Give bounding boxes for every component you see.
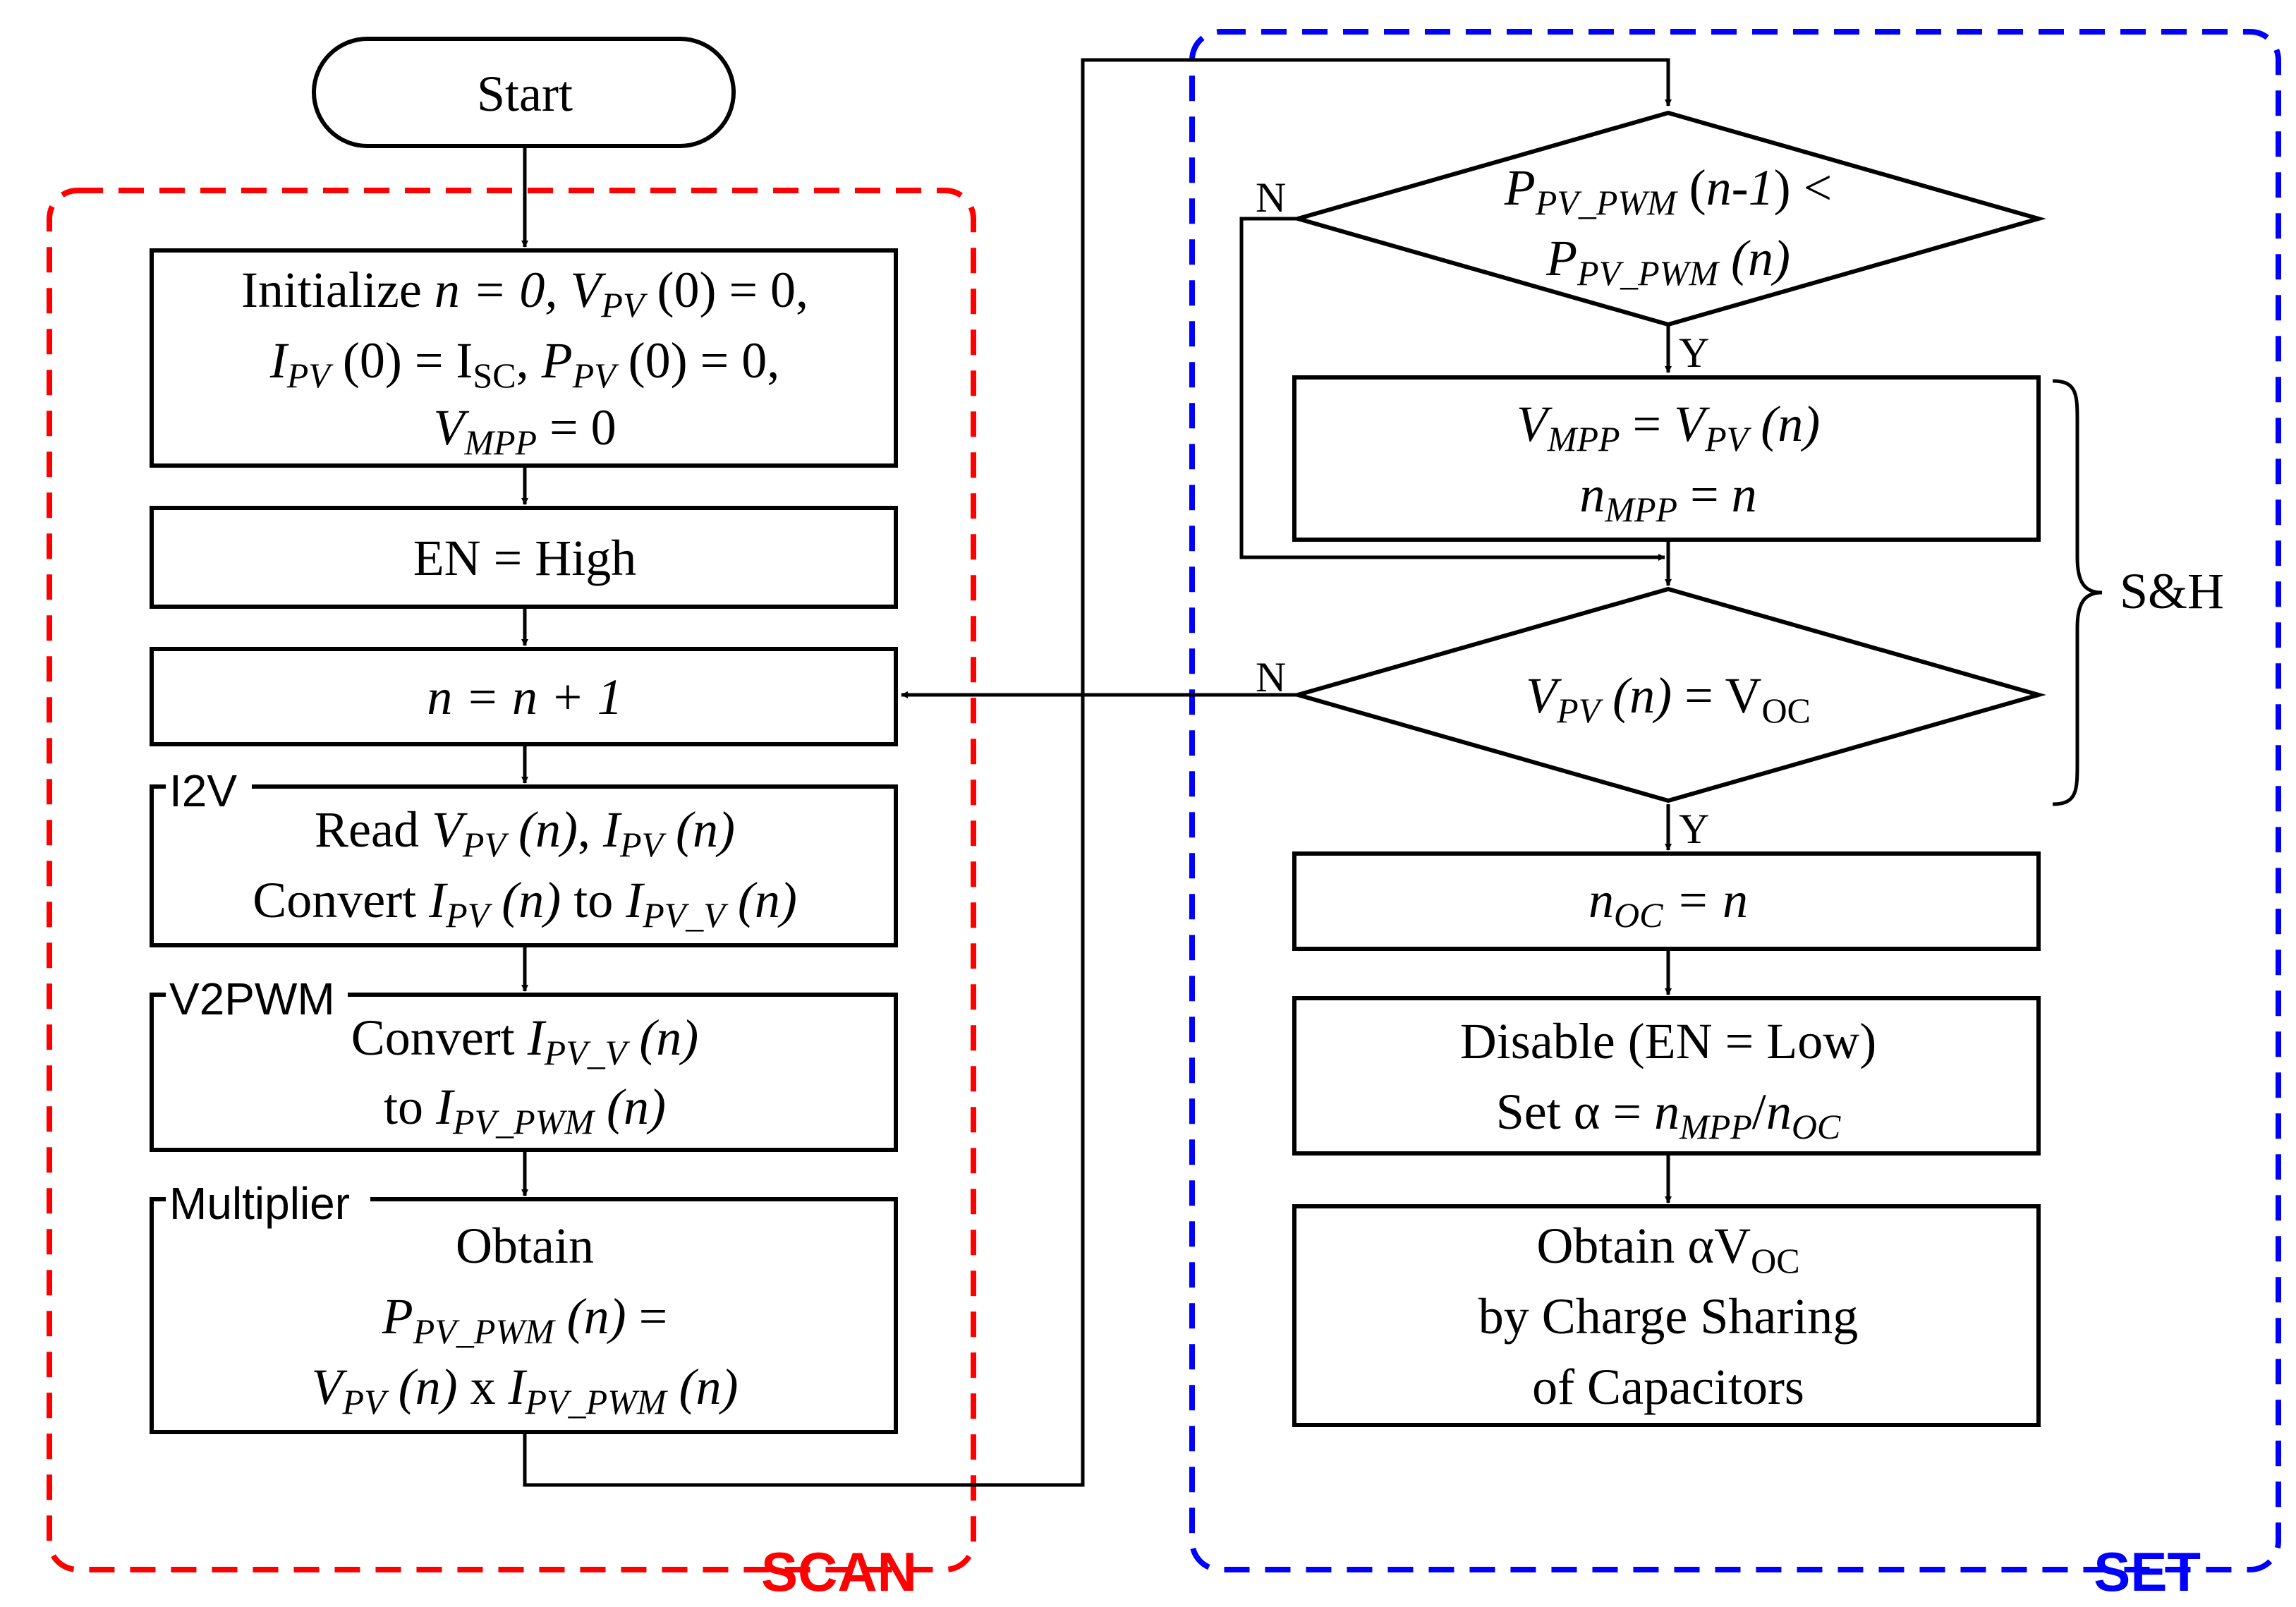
power-compare-decision: PPV_PWM (n-1) < PPV_PWM (n)	[1290, 110, 2046, 327]
init-line-1: Initialize n = 0, VPV (0) = 0,	[241, 262, 808, 325]
mpp-assign-box: VMPP = VPV (n) nMPP = n	[1292, 375, 2041, 542]
noc-label: nOC = n	[1589, 872, 1748, 935]
v2pwm-tag: V2PWM	[169, 974, 335, 1024]
power-compare-yes: Y	[1679, 329, 1709, 376]
final-line-1: Obtain αVOC	[1536, 1218, 1799, 1280]
voc-check-decision: VPV (n) = VOC	[1290, 586, 2046, 804]
obtain-line-2: PPV_PWM (n) =	[382, 1288, 667, 1351]
set-connectors	[901, 217, 1672, 1203]
obtain-box: Multiplier Obtain PPV_PWM (n) = VPV (n) …	[150, 1175, 898, 1434]
convert-line-2: to IPV_PWM (n)	[384, 1079, 666, 1141]
mpp-assign-line-1: VMPP = VPV (n)	[1517, 396, 1820, 459]
start-node: Start	[312, 37, 736, 148]
read-box: I2V Read VPV (n), IPV (n) Convert IPV (n…	[150, 762, 898, 947]
final-box: Obtain αVOC by Charge Sharing of Capacit…	[1292, 1204, 2041, 1427]
final-line-3: of Capacitors	[1532, 1359, 1804, 1415]
power-compare-line-1: PPV_PWM (n-1) <	[1504, 159, 1832, 222]
obtain-line-1: Obtain	[456, 1218, 594, 1274]
power-compare-no: N	[1256, 174, 1286, 221]
scan-connectors	[521, 58, 1672, 1487]
final-line-2: by Charge Sharing	[1478, 1288, 1859, 1345]
init-line-3: VMPP = 0	[433, 399, 616, 462]
set-label: SET	[2094, 1541, 2201, 1603]
increment-box: n = n + 1	[150, 647, 898, 746]
power-compare-line-2: PPV_PWM (n)	[1545, 230, 1790, 293]
disable-box: Disable (EN = Low) Set α = nMPP/nOC	[1292, 996, 2041, 1156]
enable-label: EN = High	[413, 530, 637, 586]
set-region	[1189, 29, 2281, 1572]
scan-region	[47, 188, 976, 1572]
convert-box: V2PWM Convert IPV_V (n) to IPV_PWM (n)	[150, 970, 898, 1152]
multiplier-tag: Multiplier	[169, 1178, 350, 1229]
increment-label: n = n + 1	[427, 669, 622, 725]
init-line-2: IPV (0) = ISC, PPV (0) = 0,	[269, 332, 779, 395]
enable-box: EN = High	[150, 506, 898, 609]
i2v-tag: I2V	[169, 765, 237, 816]
init-box: Initialize n = 0, VPV (0) = 0, IPV (0) =…	[150, 248, 898, 468]
disable-line-2: Set α = nMPP/nOC	[1496, 1084, 1841, 1146]
read-line-2: Convert IPV (n) to IPV_V (n)	[253, 872, 797, 935]
scan-label: SCAN	[761, 1541, 917, 1603]
noc-box: nOC = n	[1292, 851, 2041, 951]
convert-line-1: Convert IPV_V (n)	[351, 1009, 699, 1072]
sh-brace	[2052, 379, 2103, 806]
disable-line-1: Disable (EN = Low)	[1460, 1013, 1876, 1069]
mpp-assign-line-2: nMPP = n	[1579, 466, 1756, 529]
voc-check-no: N	[1256, 654, 1286, 701]
read-line-1: Read VPV (n), IPV (n)	[315, 801, 735, 864]
start-label: Start	[477, 66, 573, 122]
voc-check-yes: Y	[1679, 806, 1709, 852]
voc-check-label: VPV (n) = VOC	[1526, 667, 1811, 730]
obtain-line-3: VPV (n) x IPV_PWM (n)	[312, 1359, 739, 1421]
sh-label: S&H	[2120, 563, 2224, 619]
